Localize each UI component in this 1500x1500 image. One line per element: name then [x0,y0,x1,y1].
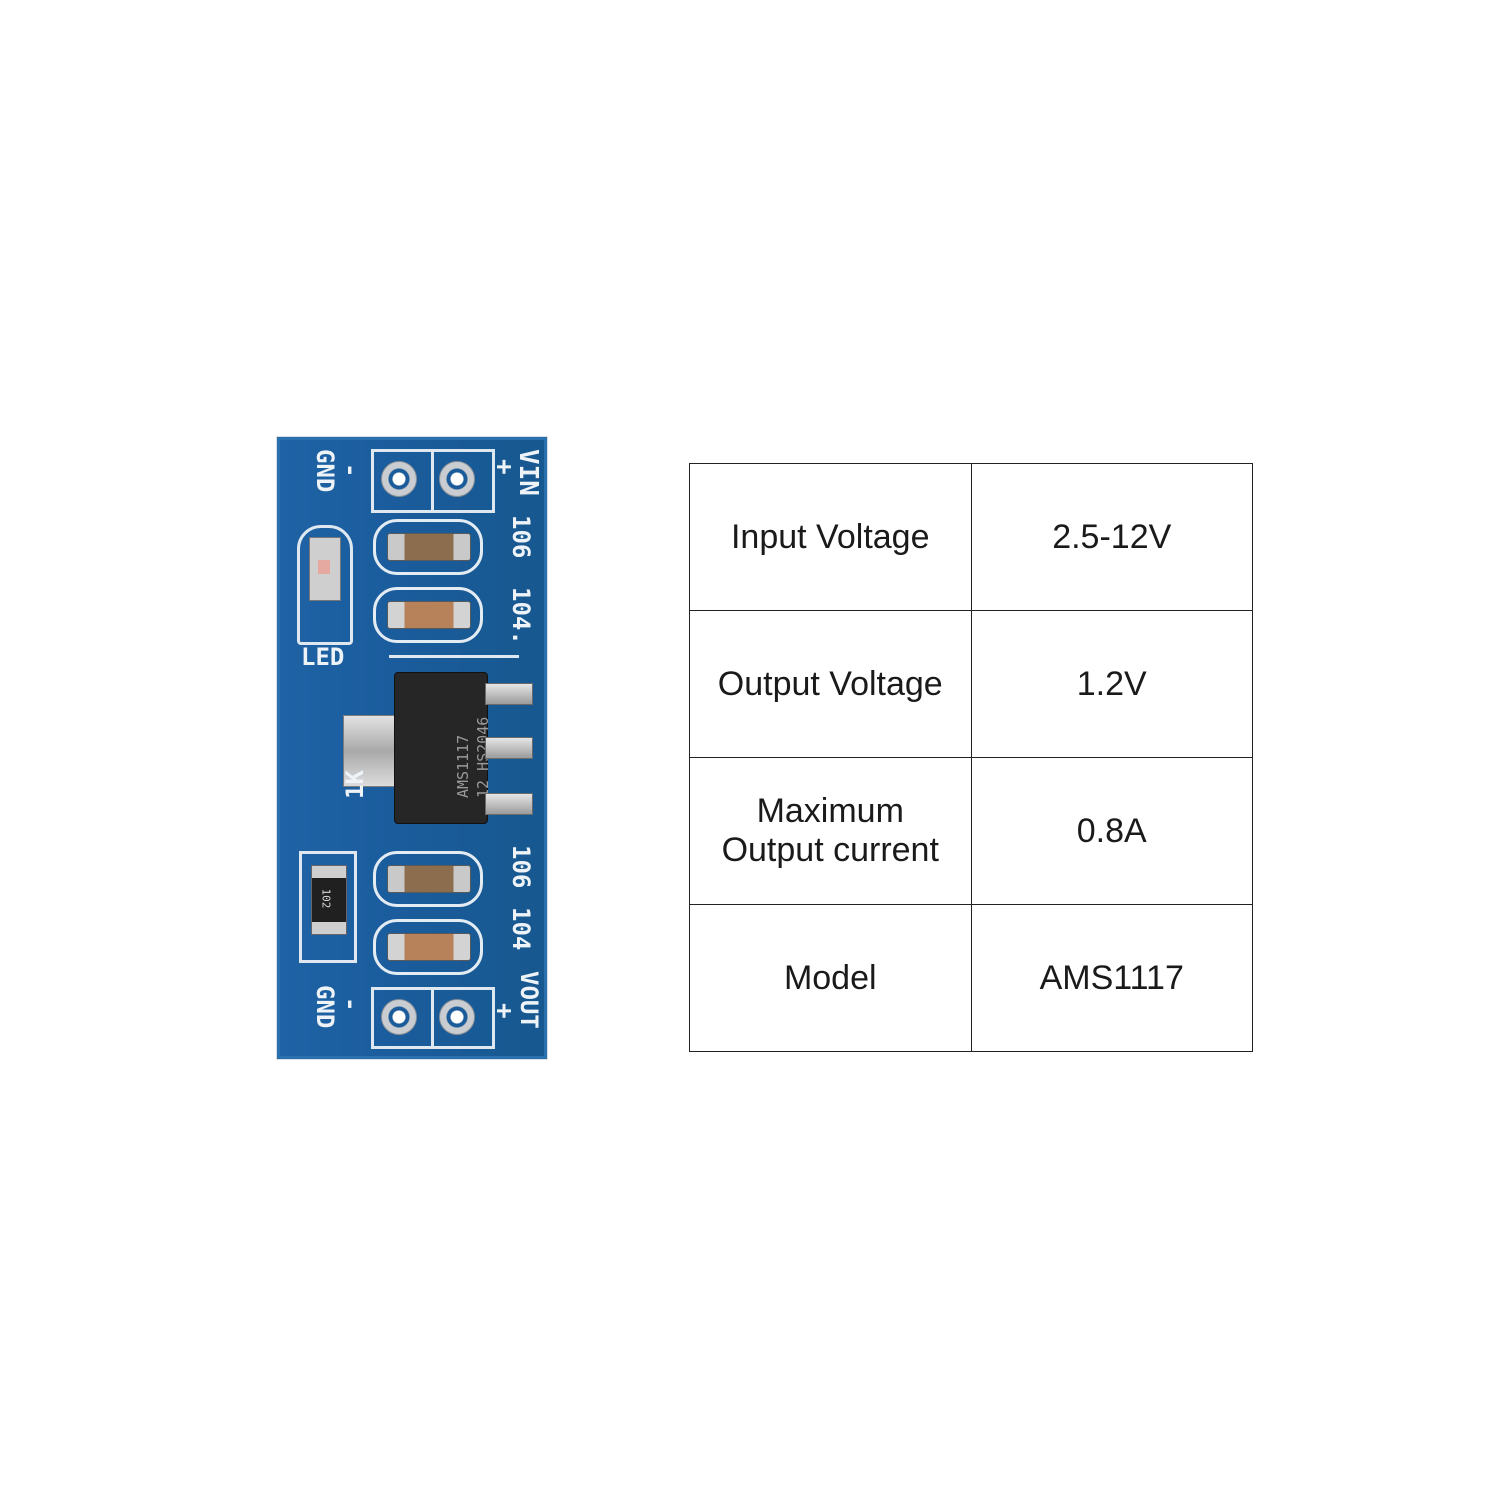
led-component [309,537,341,601]
vout-pad [439,999,475,1035]
spec-label: Model [689,904,972,1052]
cap-106-top-label: 106 [507,515,535,559]
cap-106-bottom-label: 106 [507,845,535,889]
led-outline [297,525,353,645]
cap-106-bottom-outline [373,851,483,907]
vin-pad [439,461,475,497]
vout-label: VOUT [515,971,543,1029]
cap-106-bottom [387,865,471,893]
regulator-lead-3 [485,793,533,815]
spec-value: 1.2V [970,610,1253,758]
spec-value: AMS1117 [970,904,1253,1052]
resistor-code: 102 [319,888,333,909]
ic-outline-top [389,655,519,658]
spec-value: 2.5-12V [970,463,1253,611]
cap-104-bottom-outline [373,919,483,975]
vin-header-outline [371,449,495,513]
cap-106-top [387,533,471,561]
spec-label: Input Voltage [689,463,972,611]
regulator-lead-1 [485,683,533,705]
gnd-pad-bottom [381,999,417,1035]
pcb-module-image: GND - VIN + 106 104. LED AMS1117 12 HS20… [276,436,548,1060]
spec-label: Maximum Output current [689,757,972,905]
vout-header-outline [371,987,495,1049]
gnd-pad-top [381,461,417,497]
resistor-1k: 102 [311,865,347,935]
led-label: LED [301,643,345,671]
gnd-label-top: GND [311,449,339,493]
cap-104-top-outline [373,587,483,643]
header-divider [431,451,434,511]
ams1117-regulator-chip: AMS1117 12 HS2046 [395,673,492,823]
spec-value: 0.8A [970,757,1253,905]
plus-label-top: + [489,459,519,475]
regulator-tab [343,715,399,787]
cap-104-top [387,601,471,629]
plus-label-bottom: + [489,1003,519,1019]
spec-label: Output Voltage [689,610,972,758]
resistor-1k-label: 1K [341,770,369,799]
minus-label-bottom: - [337,997,365,1012]
cap-106-top-outline [373,519,483,575]
minus-label-top: - [337,463,365,478]
resistor-outline [299,851,357,963]
regulator-lead-2 [485,737,533,759]
gnd-label-bottom: GND [311,985,339,1029]
cap-104-top-label: 104. [507,587,535,645]
cap-104-bottom [387,933,471,961]
header-divider-bottom [431,989,434,1047]
cap-104-bottom-label: 104 [507,907,535,951]
